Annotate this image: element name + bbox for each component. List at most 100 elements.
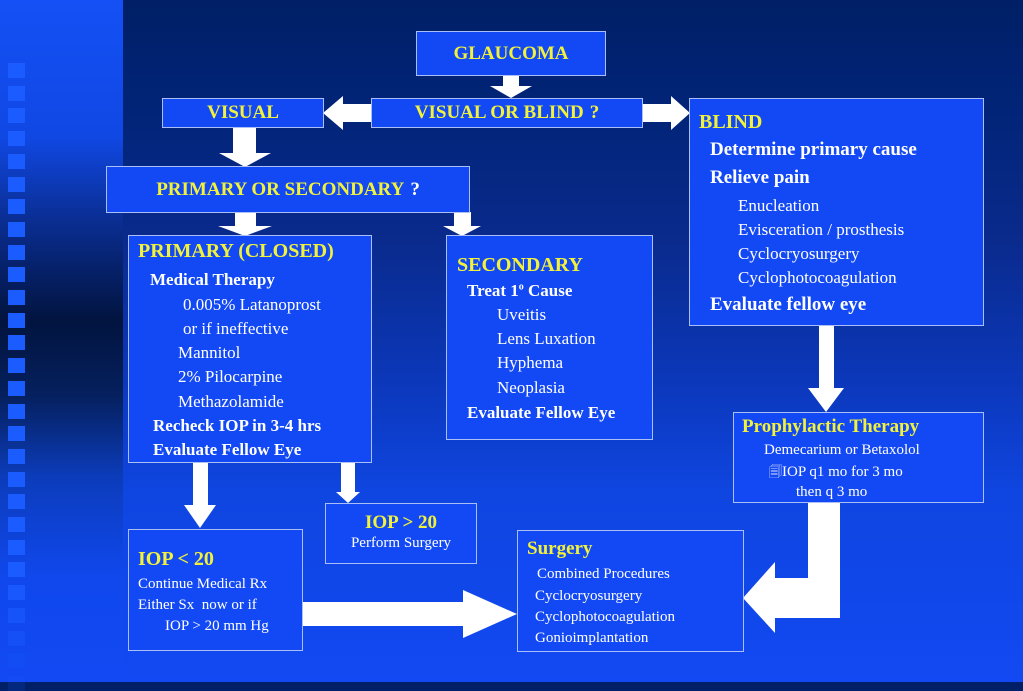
decorative-square: [8, 630, 25, 646]
secondary-heading-sup: o: [518, 281, 524, 293]
decorative-square: [8, 244, 25, 260]
visual-or-blind-qmark: ?: [589, 102, 600, 123]
iop-low-line: Continue Medical Rx: [138, 576, 268, 592]
blind-box: BLIND Determine primary cause Relieve pa…: [689, 98, 984, 326]
blind-title: BLIND: [699, 111, 763, 133]
iop-low-box: IOP < 20 Continue Medical Rx Either Sx n…: [128, 529, 303, 651]
arrow-decision-to-blind: [643, 96, 690, 130]
decorative-square: [8, 221, 25, 237]
blind-sub-item: Evisceration / prosthesis: [738, 220, 905, 239]
blind-sub-item: Enucleation: [738, 196, 820, 215]
surgery-line: Gonioimplantation: [535, 630, 649, 646]
surgery-box: Surgery Combined Procedures Cyclocryosur…: [517, 530, 744, 652]
primary-footer-item: Evaluate Fellow Eye: [153, 440, 302, 459]
secondary-sub-item: Neoplasia: [497, 378, 565, 397]
iop-low-line: Either Sx now or if: [138, 597, 257, 613]
visual-or-blind-label: VISUAL OR BLIND: [414, 102, 584, 123]
decorative-square: [8, 199, 25, 215]
decorative-square: [8, 403, 25, 419]
decorative-square: [8, 494, 25, 510]
decorative-square: [8, 517, 25, 532]
surgery-line: Cyclophotocoagulation: [535, 609, 675, 625]
decorative-square: [8, 335, 25, 351]
glaucoma-box: GLAUCOMA: [416, 31, 606, 76]
primary-or-secondary-box: PRIMARY OR SECONDARY ?: [106, 166, 470, 213]
secondary-footer: Evaluate Fellow Eye: [467, 403, 616, 422]
prophylactic-line: 🗐IOP q1 mo for 3 mo: [769, 463, 903, 485]
arrow-glaucoma-to-decision: [490, 76, 532, 98]
decorative-square: [8, 448, 25, 464]
visual-label: VISUAL: [207, 102, 279, 123]
visual-or-blind-box: VISUAL OR BLIND ?: [371, 98, 643, 128]
decorative-square: [8, 85, 25, 101]
arrow-decision2-to-secondary: [443, 212, 481, 236]
iop-high-title: IOP > 20: [364, 512, 438, 533]
decorative-square: [8, 176, 25, 192]
secondary-box: SECONDARY Treat 1o Cause Uveitis Lens Lu…: [446, 235, 653, 440]
secondary-sub-item: Hyphema: [497, 353, 564, 372]
visual-box: VISUAL: [162, 98, 324, 128]
primary-sub-item: Mannitol: [178, 343, 241, 362]
primary-sub-item: 2% Pilocarpine: [178, 367, 283, 386]
glaucoma-title: GLAUCOMA: [453, 42, 569, 64]
surgery-line: Combined Procedures: [537, 566, 670, 582]
arrow-prophylactic-to-surgery: [743, 503, 840, 633]
primary-sub-item: Methazolamide: [178, 392, 284, 411]
secondary-heading: Treat 1o Cause: [467, 281, 572, 301]
blind-sub-item: Cyclophotocoagulation: [738, 268, 897, 287]
iop-low-title: IOP < 20: [138, 548, 214, 570]
arrow-visual-to-decision2: [219, 127, 271, 167]
secondary-sub-item: Uveitis: [497, 305, 547, 324]
arrow-decision-to-visual: [323, 96, 371, 130]
surgery-line: Cyclocryosurgery: [535, 588, 643, 604]
prophylactic-box: Prophylactic Therapy Demecarium or Betax…: [733, 412, 984, 503]
primary-box: PRIMARY (CLOSED) Medical Therapy 0.005% …: [128, 235, 372, 463]
decorative-square: [8, 290, 25, 305]
blind-item: Relieve pain: [710, 167, 810, 188]
decorative-square: [8, 653, 25, 669]
decorative-square: [8, 153, 25, 169]
primary-heading: Medical Therapy: [150, 270, 275, 289]
decorative-square: [8, 312, 25, 328]
iop-high-box: IOP > 20 Perform Surgery: [325, 503, 477, 564]
primary-sub-item: or if ineffective: [183, 319, 289, 338]
primary-title: PRIMARY (CLOSED): [138, 240, 334, 262]
prophylactic-line: Demecarium or Betaxolol: [764, 442, 920, 458]
iop-high-text: Perform Surgery: [350, 535, 452, 551]
iop-low-line: IOP > 20 mm Hg: [165, 618, 269, 634]
decorative-square: [8, 108, 25, 124]
decorative-square: [8, 607, 25, 623]
primary-or-secondary-qmark: ?: [410, 178, 420, 200]
blind-sub-item: Cyclocryosurgery: [738, 244, 860, 263]
decorative-square: [8, 358, 25, 374]
arrow-primary-to-iop-high: [336, 463, 360, 503]
secondary-heading-pre: Treat 1: [467, 281, 519, 300]
secondary-heading-post: Cause: [523, 281, 573, 300]
decorative-square: [8, 585, 25, 601]
primary-or-secondary-label: PRIMARY OR SECONDARY: [156, 178, 405, 200]
surgery-title: Surgery: [527, 538, 593, 559]
blind-item: Determine primary cause: [710, 139, 917, 160]
blind-footer: Evaluate fellow eye: [710, 294, 867, 315]
primary-sub-item: 0.005% Latanoprost: [183, 295, 321, 314]
decorative-square: [8, 539, 25, 555]
decorative-square: [8, 63, 25, 78]
arrow-iop-low-to-surgery: [302, 590, 517, 638]
arrow-blind-to-prophylactic: [808, 326, 844, 412]
decorative-square: [8, 562, 25, 578]
primary-footer-item: Recheck IOP in 3-4 hrs: [153, 416, 322, 435]
prophylactic-line: then q 3 mo: [796, 484, 868, 500]
decorative-square: [8, 267, 25, 283]
document-icon: 🗐: [769, 465, 782, 480]
secondary-sub-item: Lens Luxation: [497, 329, 596, 348]
decorative-square: [8, 380, 25, 396]
decorative-square: [8, 131, 25, 147]
prophylactic-line-text: IOP q1 mo for 3 mo: [782, 464, 903, 480]
prophylactic-title: Prophylactic Therapy: [742, 416, 920, 437]
arrow-primary-to-iop-low: [184, 463, 216, 528]
decorative-square: [8, 471, 25, 487]
decorative-square: [8, 426, 25, 442]
secondary-title: SECONDARY: [457, 254, 583, 276]
arrow-decision2-to-primary: [218, 212, 272, 236]
